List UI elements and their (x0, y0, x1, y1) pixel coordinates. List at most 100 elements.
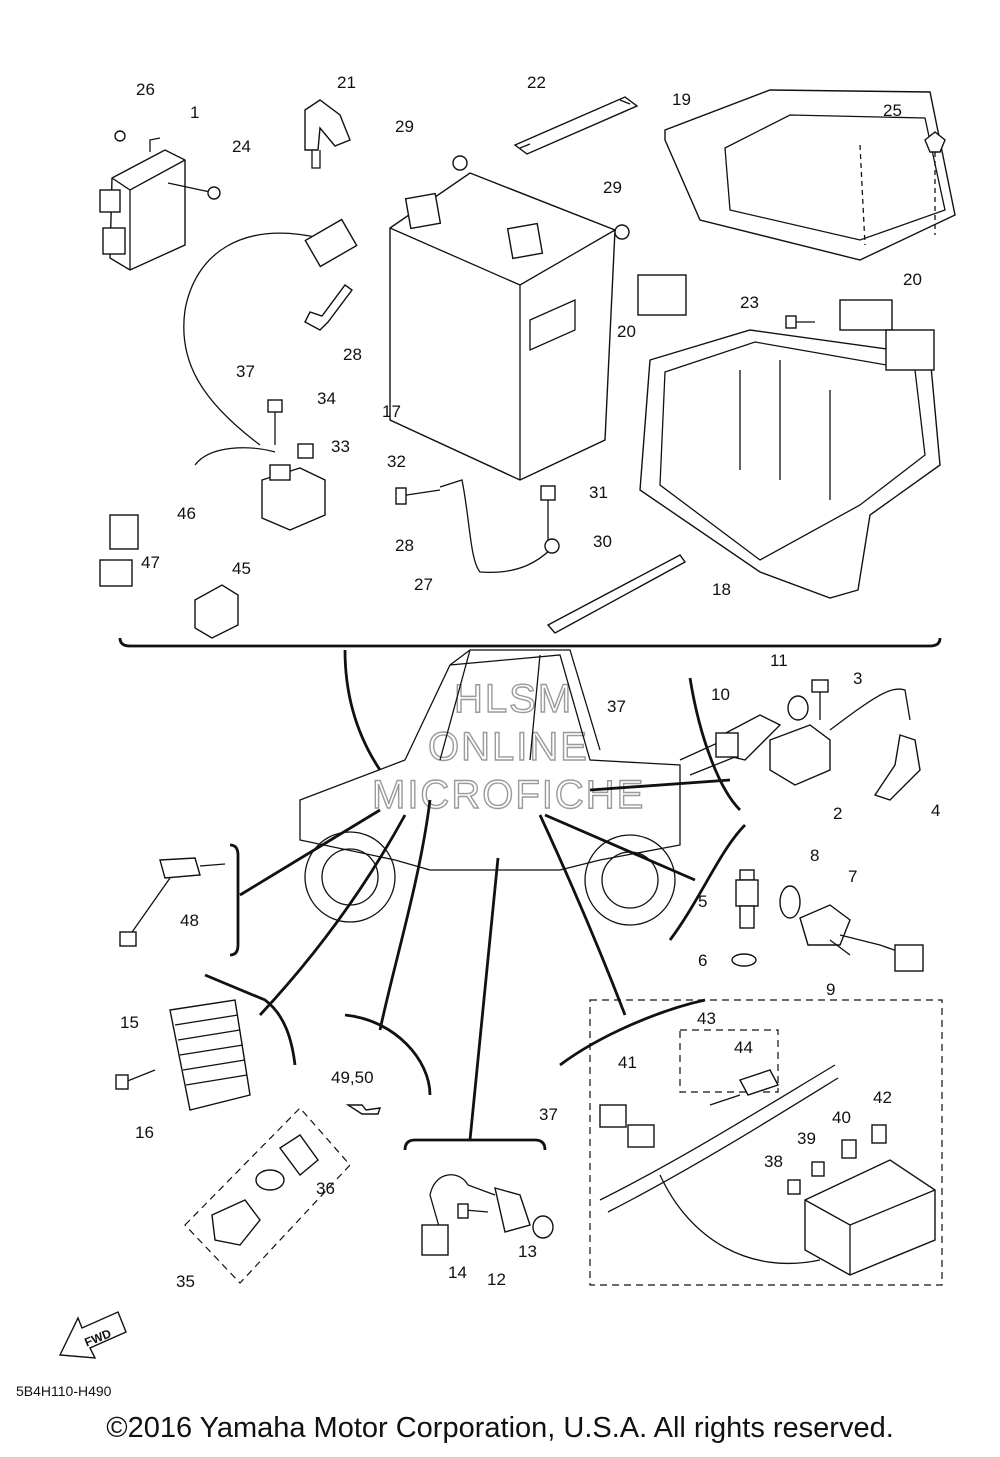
label-37b: 37 (607, 697, 626, 716)
label-47: 47 (141, 553, 160, 572)
fastener-25 (924, 131, 946, 235)
o-ring-11 (787, 695, 809, 721)
label-28b: 28 (395, 536, 414, 555)
rectifier-15 (169, 999, 251, 1111)
battery-lead-27 (439, 479, 553, 574)
fwd-arrow: FWD (58, 1311, 127, 1359)
fuse-42 (871, 1124, 887, 1144)
fuse-40 (841, 1139, 857, 1159)
pad-20a (637, 274, 687, 316)
label-19: 19 (672, 90, 691, 109)
harness-subgroup-43 (679, 1029, 779, 1093)
bolt-14 (464, 1209, 489, 1213)
label-24: 24 (232, 137, 251, 156)
callout-leaders (239, 649, 731, 1141)
nut-29b (614, 224, 630, 240)
label-26: 26 (136, 80, 155, 99)
bolt-16 (124, 1069, 156, 1083)
label-3: 3 (853, 669, 862, 688)
nut-26 (114, 130, 126, 142)
label-15: 15 (120, 1013, 139, 1032)
label-25: 25 (883, 101, 902, 120)
fuse-39 (811, 1161, 825, 1177)
watermark-line-1: HLSM (454, 677, 573, 721)
label-9: 9 (826, 980, 835, 999)
label-41: 41 (618, 1053, 637, 1072)
copyright-notice: ©2016 Yamaha Motor Corporation, U.S.A. A… (106, 1412, 894, 1444)
spark-plug-5 (735, 869, 759, 929)
label-44: 44 (734, 1038, 753, 1057)
sensor-7 (799, 904, 924, 972)
label-27: 27 (414, 575, 433, 594)
o-ring-8 (779, 885, 801, 919)
label-49-50: 49,50 (331, 1068, 374, 1087)
label-6: 6 (698, 951, 707, 970)
battery-cover-19 (664, 89, 956, 261)
cable-37-upper (183, 232, 321, 446)
wire-harness-37 (599, 1064, 936, 1276)
cable-37-tail (194, 447, 276, 466)
speed-sensor-12 (421, 1174, 531, 1256)
label-22: 22 (527, 73, 546, 92)
label-11: 11 (770, 651, 788, 670)
o-ring-13 (532, 1215, 554, 1239)
fuse-38 (787, 1179, 801, 1195)
bracket-48 (229, 843, 240, 957)
cable-tie-30 (546, 554, 687, 634)
bracket-15 (204, 973, 297, 1066)
label-31: 31 (589, 483, 608, 502)
bracket-5 (668, 824, 746, 941)
label-28a: 28 (343, 345, 362, 364)
starter-relay-32 (261, 443, 326, 531)
label-16: 16 (135, 1123, 154, 1142)
label-36: 36 (316, 1179, 335, 1198)
label-29a: 29 (395, 117, 414, 136)
label-14: 14 (448, 1263, 467, 1282)
label-37c: 37 (539, 1105, 558, 1124)
battery-box-18 (639, 329, 941, 599)
label-35: 35 (176, 1272, 195, 1291)
label-8: 8 (810, 846, 819, 865)
connector-46 (109, 514, 139, 550)
watermark-line-2: ONLINE (428, 725, 589, 769)
diagram-code: 5B4H110-H490 (16, 1383, 112, 1399)
ecu-unit (99, 137, 186, 271)
label-20b: 20 (903, 270, 922, 289)
plug-cap-4 (873, 734, 921, 801)
switch-48 (119, 857, 226, 947)
gasket-6 (731, 953, 757, 967)
watermark: HLSM ONLINE MICROFICHE (371, 676, 644, 817)
label-32: 32 (387, 452, 406, 471)
label-39: 39 (797, 1129, 816, 1148)
bolt-24 (167, 182, 211, 193)
label-1: 1 (190, 103, 199, 122)
label-21: 21 (337, 73, 356, 92)
sensor-10 (715, 714, 782, 761)
label-43: 43 (697, 1009, 716, 1028)
label-46: 46 (177, 504, 196, 523)
label-42: 42 (873, 1088, 892, 1107)
bolt-9 (829, 939, 851, 956)
label-40: 40 (832, 1108, 851, 1127)
label-38: 38 (764, 1152, 783, 1171)
label-5: 5 (698, 892, 707, 911)
label-18: 18 (712, 580, 731, 599)
bracket-10 (688, 677, 741, 811)
wire-harness-group (589, 999, 943, 1286)
bracket-49 (344, 1013, 432, 1096)
cable-terminal (304, 218, 358, 268)
pad-20b (839, 299, 893, 331)
label-37a: 37 (236, 362, 255, 381)
clip-21 (304, 99, 351, 169)
label-48: 48 (180, 911, 199, 930)
upper-group-bracket (118, 637, 942, 648)
bolt-28a (304, 284, 353, 331)
label-12: 12 (487, 1270, 506, 1289)
label-2: 2 (833, 804, 842, 823)
label-34: 34 (317, 389, 336, 408)
label-30: 30 (593, 532, 612, 551)
label-7: 7 (848, 867, 857, 886)
main-switch-35 (211, 1134, 319, 1246)
battery-band-22 (513, 96, 639, 155)
